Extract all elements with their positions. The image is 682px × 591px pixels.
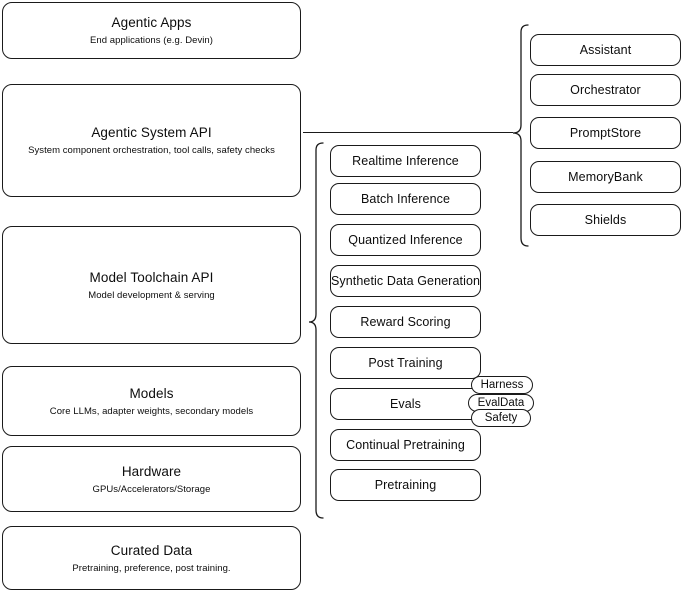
layer-box-agentic-apps[interactable]: Agentic Apps End applications (e.g. Devi… bbox=[2, 2, 301, 59]
eval-badge-label: Harness bbox=[480, 379, 524, 391]
component-promptstore[interactable]: PromptStore bbox=[530, 117, 681, 149]
layer-subtitle: End applications (e.g. Devin) bbox=[90, 35, 213, 46]
component-label: MemoryBank bbox=[568, 169, 643, 184]
eval-badge-safety[interactable]: Safety bbox=[471, 409, 531, 427]
layer-box-model-toolchain-api[interactable]: Model Toolchain API Model development & … bbox=[2, 226, 301, 344]
capability-synthetic-data-generation[interactable]: Synthetic Data Generation bbox=[330, 265, 481, 297]
layer-box-agentic-system-api[interactable]: Agentic System API System component orch… bbox=[2, 84, 301, 197]
eval-badge-label: EvalData bbox=[477, 397, 525, 409]
component-label: Assistant bbox=[579, 42, 632, 57]
capability-label: Batch Inference bbox=[360, 191, 451, 206]
capability-realtime-inference[interactable]: Realtime Inference bbox=[330, 145, 481, 177]
capability-label: Pretraining bbox=[374, 477, 437, 492]
layer-title: Curated Data bbox=[110, 542, 193, 558]
connector-line-system-api-to-components bbox=[303, 132, 513, 133]
capability-quantized-inference[interactable]: Quantized Inference bbox=[330, 224, 481, 256]
capability-label: Post Training bbox=[368, 355, 443, 370]
layer-title: Agentic System API bbox=[91, 125, 212, 140]
capability-batch-inference[interactable]: Batch Inference bbox=[330, 183, 481, 215]
capability-label: Realtime Inference bbox=[352, 153, 459, 168]
component-label: Shields bbox=[584, 212, 627, 227]
component-label: Orchestrator bbox=[570, 82, 641, 97]
capability-label: Synthetic Data Generation bbox=[330, 273, 481, 288]
brace-components-group bbox=[507, 20, 531, 252]
component-shields[interactable]: Shields bbox=[530, 204, 681, 236]
brace-capabilities-group bbox=[306, 138, 330, 524]
component-memorybank[interactable]: MemoryBank bbox=[530, 161, 681, 193]
capability-pretraining[interactable]: Pretraining bbox=[330, 469, 481, 501]
capability-label: Continual Pretraining bbox=[346, 437, 465, 452]
layer-title: Agentic Apps bbox=[111, 15, 192, 30]
layer-subtitle: GPUs/Accelerators/Storage bbox=[92, 483, 211, 495]
layer-subtitle: Model development & serving bbox=[88, 289, 215, 301]
capability-reward-scoring[interactable]: Reward Scoring bbox=[330, 306, 481, 338]
layer-box-hardware[interactable]: Hardware GPUs/Accelerators/Storage bbox=[2, 446, 301, 512]
eval-badge-label: Safety bbox=[484, 412, 518, 424]
layer-box-curated-data[interactable]: Curated Data Pretraining, preference, po… bbox=[2, 526, 301, 590]
layer-box-models[interactable]: Models Core LLMs, adapter weights, secon… bbox=[2, 366, 301, 436]
layer-title: Models bbox=[129, 385, 174, 401]
capability-post-training[interactable]: Post Training bbox=[330, 347, 481, 379]
component-label: PromptStore bbox=[569, 125, 642, 140]
layer-subtitle: System component orchestration, tool cal… bbox=[28, 145, 275, 156]
capability-label: Evals bbox=[389, 396, 422, 411]
capability-label: Quantized Inference bbox=[348, 232, 463, 247]
component-orchestrator[interactable]: Orchestrator bbox=[530, 74, 681, 106]
layer-title: Model Toolchain API bbox=[89, 269, 214, 285]
eval-badge-harness[interactable]: Harness bbox=[471, 376, 533, 394]
capability-label: Reward Scoring bbox=[360, 314, 451, 329]
capability-evals[interactable]: Evals bbox=[330, 388, 481, 420]
capability-continual-pretraining[interactable]: Continual Pretraining bbox=[330, 429, 481, 461]
component-assistant[interactable]: Assistant bbox=[530, 34, 681, 66]
layer-subtitle: Core LLMs, adapter weights, secondary mo… bbox=[49, 405, 254, 417]
layer-subtitle: Pretraining, preference, post training. bbox=[72, 562, 231, 574]
layer-title: Hardware bbox=[121, 463, 182, 479]
